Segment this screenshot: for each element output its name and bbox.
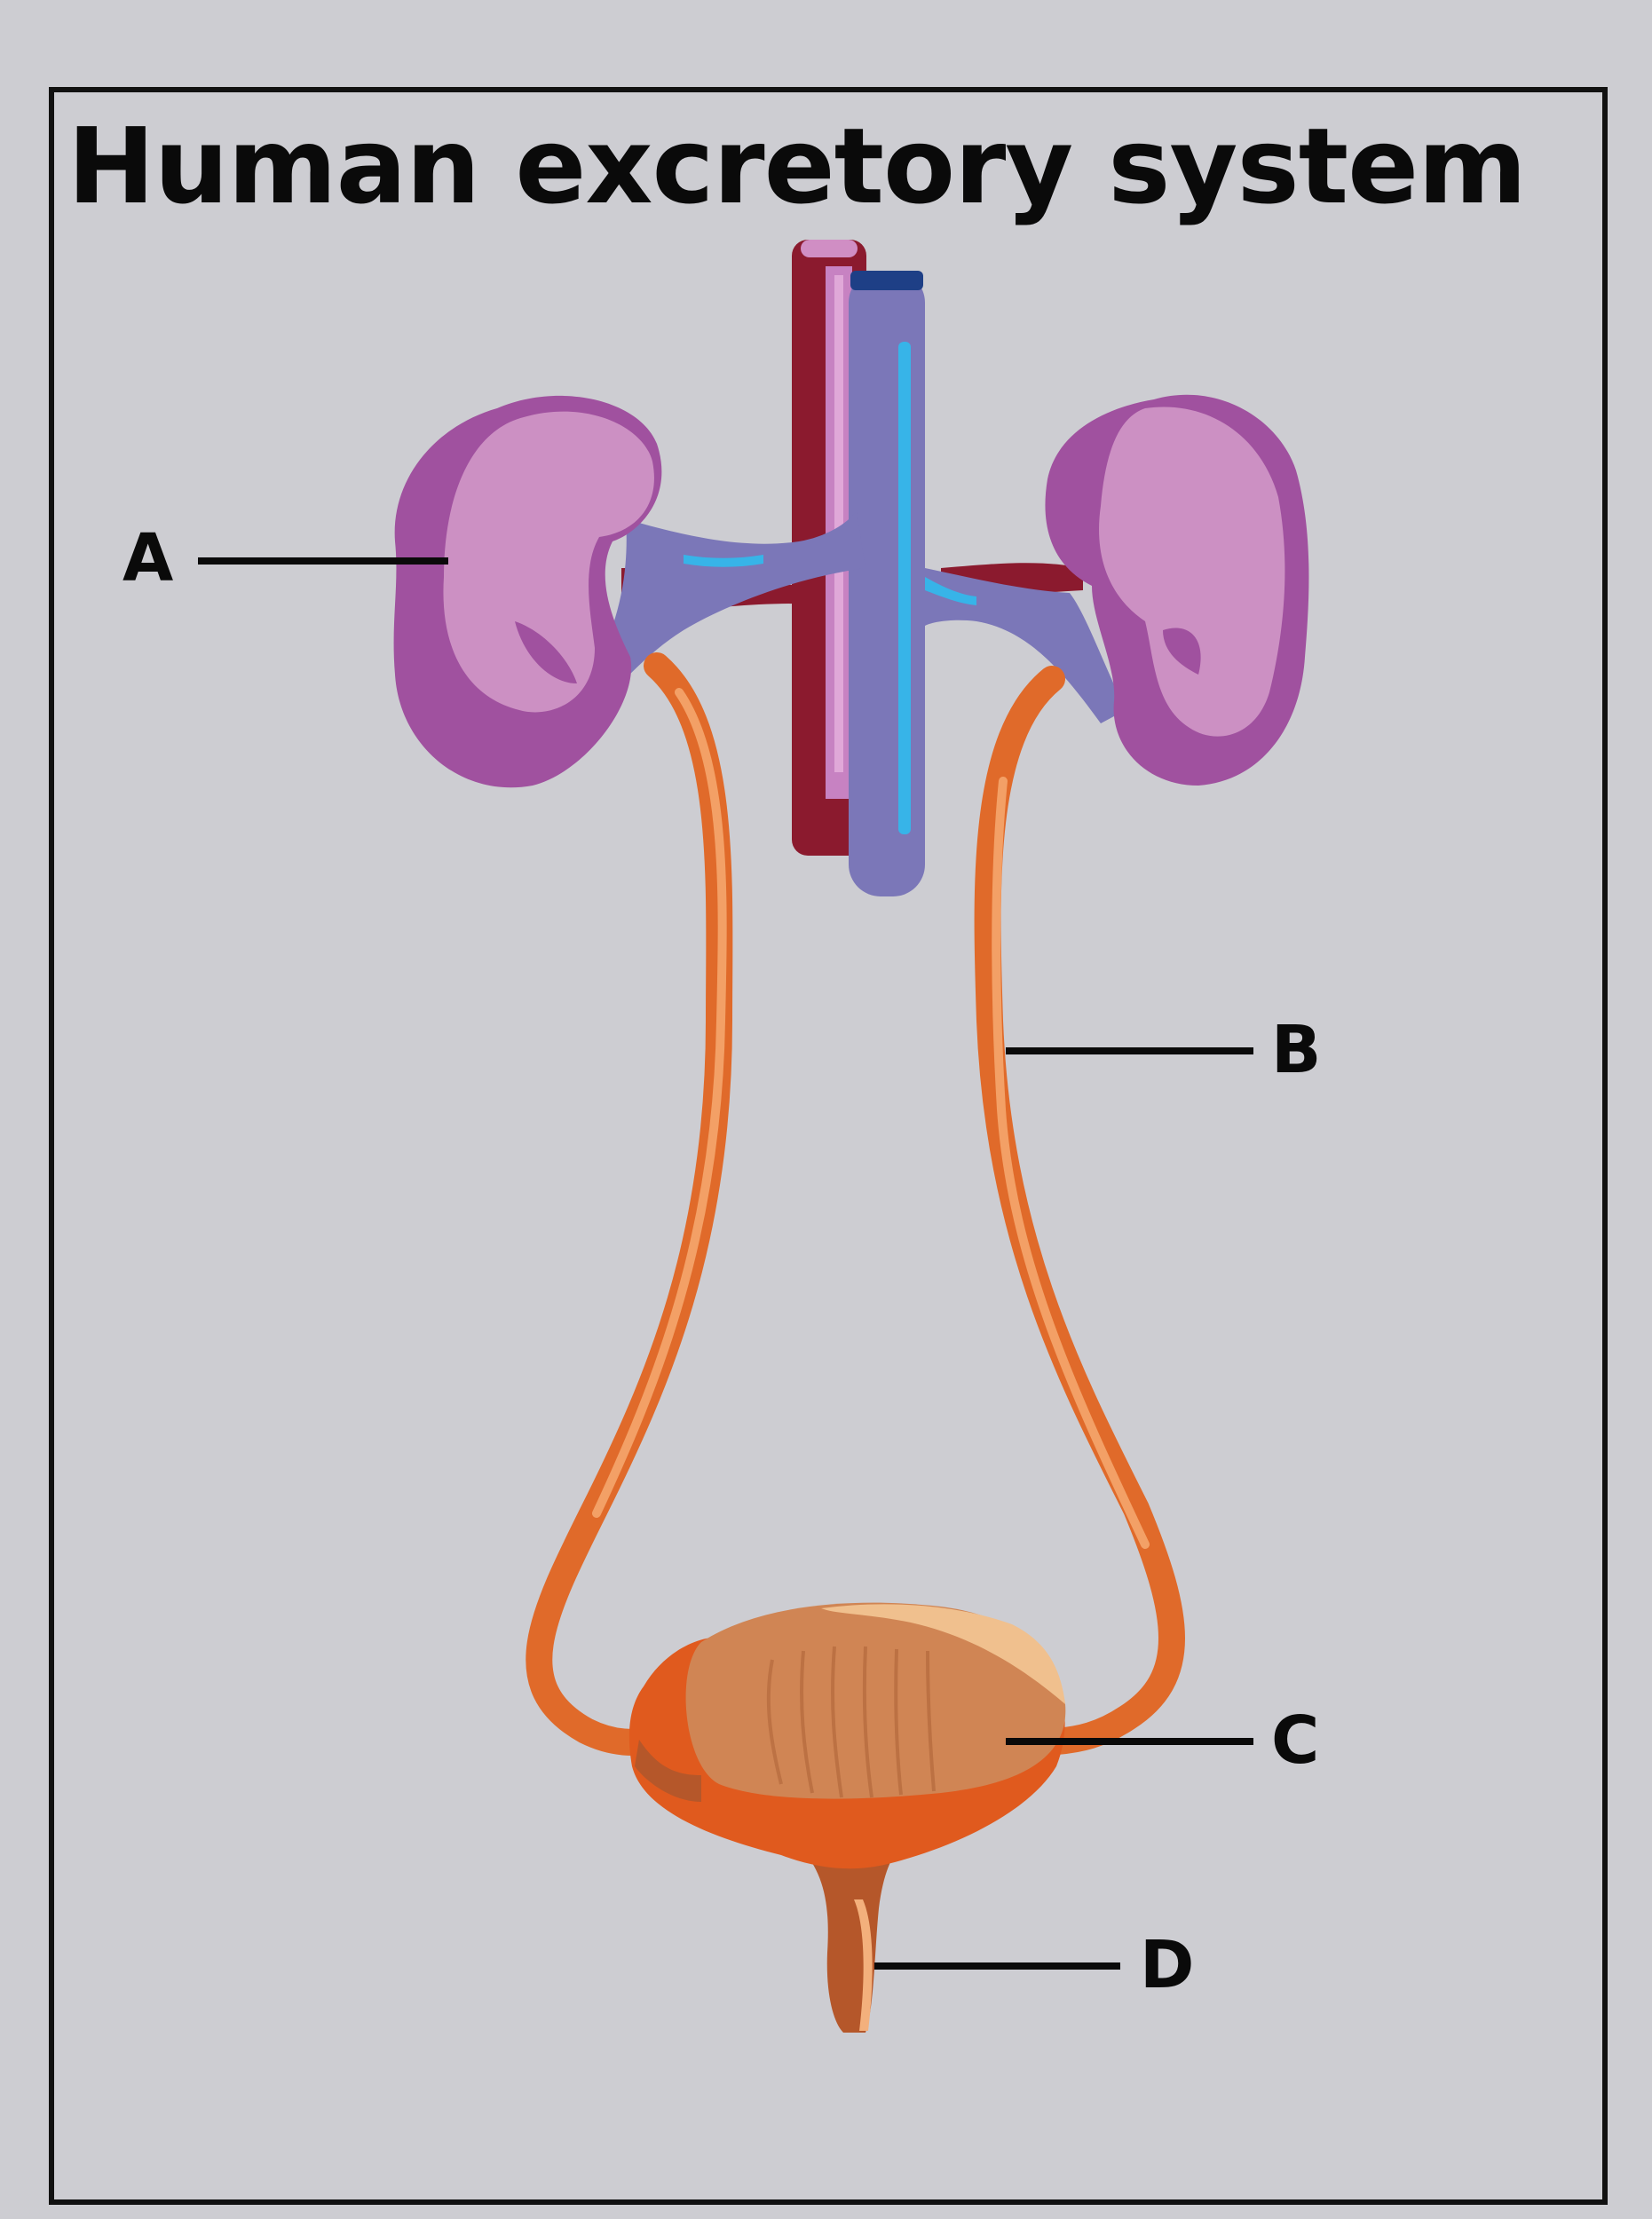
label-c: C xyxy=(1271,1702,1320,1779)
renal-veins xyxy=(586,510,1126,723)
label-a: A xyxy=(123,520,174,596)
diagram-title: Human excretory system xyxy=(67,105,1527,227)
right-kidney xyxy=(1045,394,1309,786)
diagram-frame xyxy=(49,87,1608,2205)
left-ureter xyxy=(526,652,733,1756)
vena-cava xyxy=(849,271,925,896)
leader-lines xyxy=(198,557,1253,1970)
right-ureter xyxy=(974,666,1185,1755)
urethra xyxy=(799,1846,901,2033)
urinary-bladder xyxy=(628,1602,1066,1869)
label-b: B xyxy=(1271,1012,1322,1088)
label-d: D xyxy=(1140,1927,1195,2003)
left-kidney xyxy=(393,395,662,788)
